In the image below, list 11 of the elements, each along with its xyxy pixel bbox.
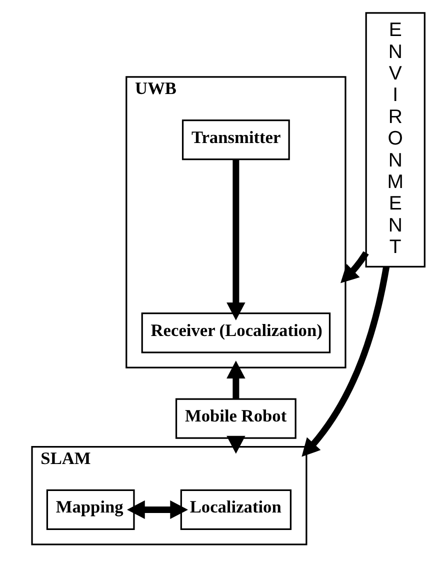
- arrow: [226, 360, 245, 400]
- arrow: [226, 160, 245, 320]
- arrow: [301, 266, 390, 457]
- node-box: E N V I R O N M E N T: [364, 12, 425, 268]
- node-box: Localization: [180, 489, 292, 530]
- node-box: Receiver (Localization): [140, 312, 330, 354]
- node-box: Mapping: [46, 489, 134, 530]
- arrow: [340, 251, 368, 284]
- arrow: [226, 436, 245, 454]
- node-box: Transmitter: [181, 119, 290, 160]
- arrow: [126, 500, 188, 520]
